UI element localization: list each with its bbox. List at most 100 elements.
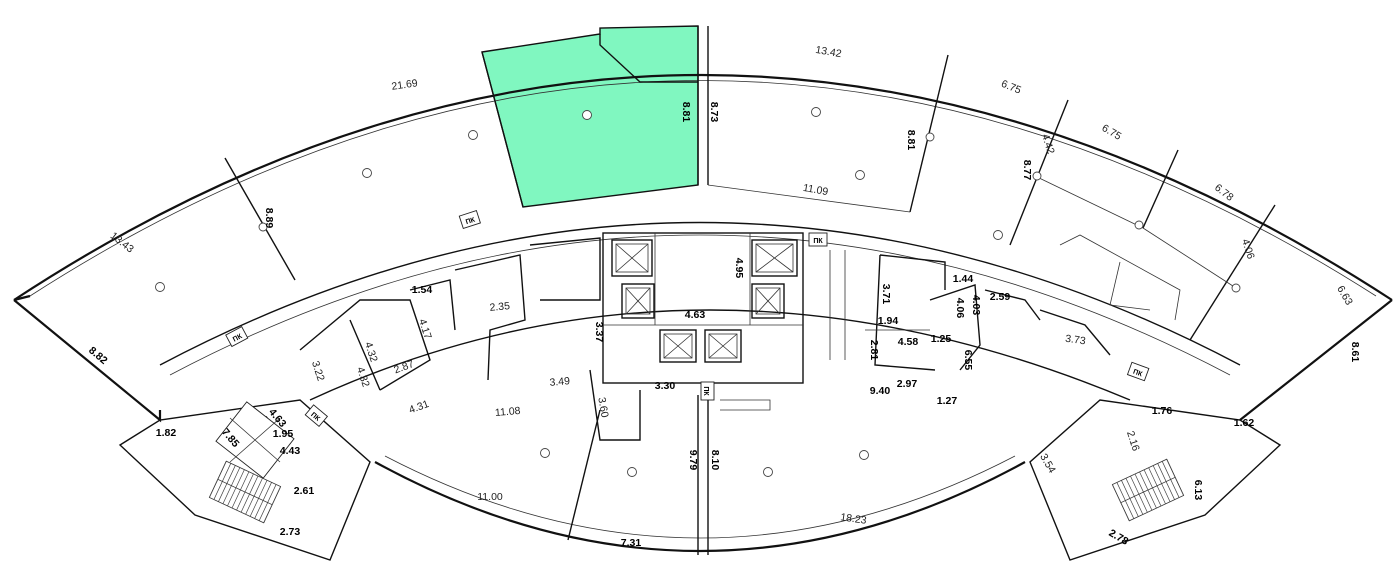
elevator-shaft: [659, 329, 697, 363]
partition: [224, 157, 296, 281]
partition: [481, 51, 524, 208]
partition: [720, 399, 771, 411]
elevator-shaft: [621, 283, 655, 319]
area-label: 9.79: [687, 450, 699, 471]
area-label: 4.32: [362, 341, 380, 364]
area-label: 6.63: [1334, 284, 1355, 308]
partition: [567, 409, 601, 541]
column-node: [925, 132, 935, 142]
pk-cabinet: ПК: [808, 232, 828, 247]
outer-facade-wall-inner: [29, 80, 1377, 297]
core-block: [602, 232, 804, 384]
area-label: 3.54: [1037, 452, 1058, 476]
east-tower: [1029, 399, 1282, 561]
pk-cabinet: ПК: [1126, 361, 1150, 382]
area-label: 3.49: [549, 375, 571, 389]
area-label: 11.00: [477, 491, 503, 503]
area-label: 11.09: [802, 182, 829, 198]
area-label: 4.03: [970, 295, 982, 316]
area-label: 8.89: [263, 208, 275, 229]
partition: [707, 184, 911, 213]
column-node: [258, 222, 268, 232]
pk-cabinet: ПК: [458, 209, 481, 230]
column-node: [1032, 171, 1042, 181]
area-label: 9.40: [870, 385, 891, 397]
ceiling-light-marker: [763, 467, 773, 477]
west-outer-wall: [13, 294, 162, 423]
partition: [1142, 149, 1179, 229]
area-label: 2.16: [1124, 430, 1142, 453]
partition: [599, 34, 698, 83]
pk-label: ПК: [309, 411, 321, 423]
area-label: 4.43: [280, 445, 301, 457]
column-node: [1134, 220, 1144, 230]
partition: [1034, 175, 1144, 229]
ceiling-light-marker: [582, 110, 592, 120]
elevator-shaft: [611, 239, 653, 277]
partition: [1142, 227, 1237, 289]
inner-room-walls: [874, 254, 1111, 371]
area-label: 1.95: [273, 428, 294, 440]
area-label: 3.30: [655, 380, 676, 392]
partition: [589, 369, 641, 441]
area-label: 3.71: [880, 284, 892, 305]
partition: [1109, 261, 1151, 311]
ceiling-light-markers: [155, 107, 1003, 477]
ceiling-light-marker: [540, 448, 550, 458]
ceiling-light-marker: [811, 107, 821, 117]
west-core: [208, 401, 295, 524]
elevator-shaft: [751, 283, 785, 319]
ceiling-light-marker: [855, 170, 865, 180]
area-label: 8.61: [1349, 342, 1361, 363]
area-label: 6.75: [1100, 122, 1124, 143]
area-label: 4.06: [954, 298, 966, 319]
partition: [1059, 234, 1181, 321]
ceiling-light-marker: [993, 230, 1003, 240]
area-label: 4.58: [898, 336, 919, 348]
area-label: 2.97: [897, 378, 918, 390]
elevator-shaft: [751, 239, 798, 277]
south-facade-wall: [374, 461, 1026, 552]
area-label: 18.23: [840, 511, 868, 527]
area-label: 3.60: [595, 396, 610, 418]
area-label: 4.17: [416, 318, 434, 341]
area-label: 4.32: [354, 366, 372, 389]
partition: [1189, 204, 1276, 341]
corridor-inner-arc: [169, 234, 1231, 376]
area-label: 3.37: [593, 322, 605, 343]
corridor-outer-arc: [159, 221, 1241, 366]
area-label: 3.73: [1064, 333, 1086, 348]
elevator-shaft: [704, 329, 742, 363]
area-label: 7.31: [621, 537, 642, 549]
area-label: 2.35: [489, 300, 511, 314]
ceiling-light-marker: [155, 282, 165, 292]
area-label: 1.44: [953, 273, 974, 285]
area-label: 1.27: [937, 395, 958, 407]
pk-label: ПК: [232, 333, 244, 344]
pk-cabinet: ПК: [304, 404, 329, 428]
area-label: 6.13: [1192, 480, 1204, 501]
area-label: 2.59: [990, 291, 1011, 303]
elevator-shafts: [235, 239, 798, 469]
area-label: 2.87: [392, 358, 415, 376]
east-core: [1111, 458, 1185, 522]
pk-cabinet: ПК: [225, 325, 249, 348]
area-label: 6.55: [962, 350, 974, 371]
area-label: 13.42: [815, 44, 843, 60]
ceiling-light-marker: [468, 130, 478, 140]
ceiling-light-marker: [627, 467, 637, 477]
area-label: 4.31: [407, 398, 430, 416]
area-label: 3.22: [309, 360, 327, 383]
area-label: 1.76: [1152, 405, 1173, 417]
area-label: 2.78: [1107, 527, 1131, 548]
west-tower: [118, 399, 371, 561]
outer-facade-wall: [13, 73, 1393, 301]
area-label: 21.69: [391, 77, 419, 93]
area-label: 8.10: [709, 450, 721, 471]
area-label: 8.81: [680, 102, 692, 123]
area-label: 8.73: [708, 102, 720, 123]
area-label: 8.81: [905, 130, 917, 151]
